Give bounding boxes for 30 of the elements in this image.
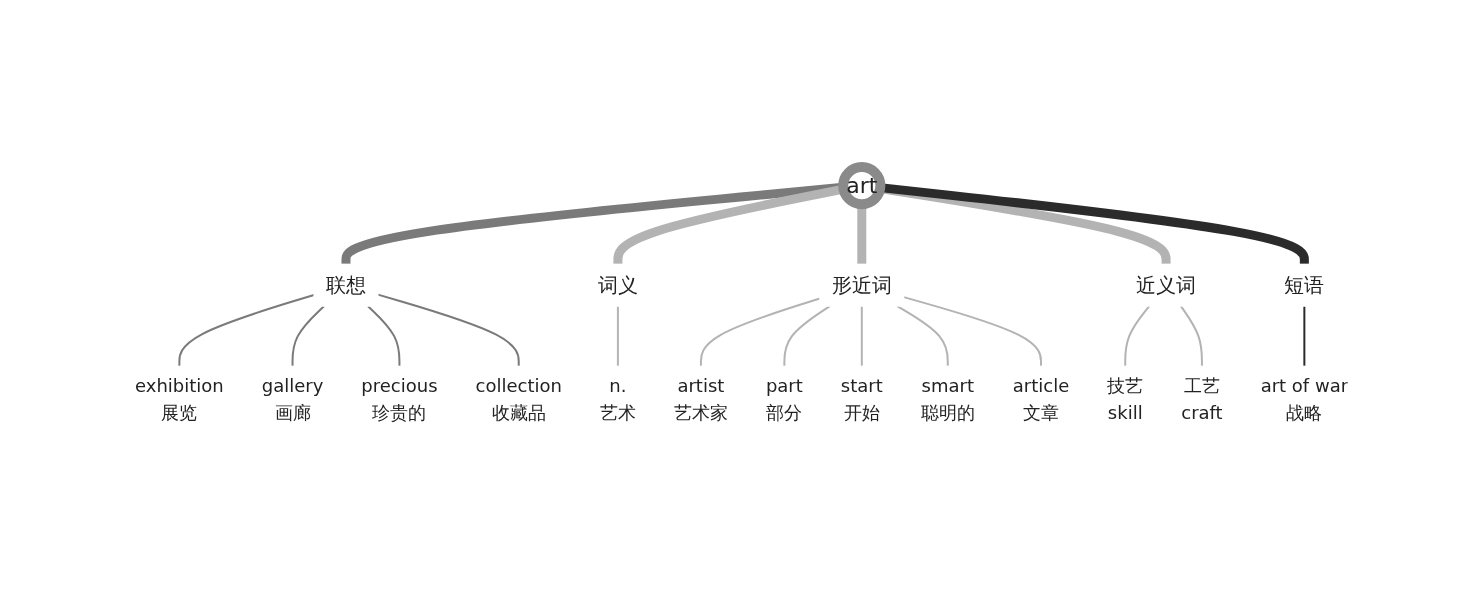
connector: [1180, 305, 1204, 368]
node-text: 词义: [598, 273, 639, 298]
node-text: smart 聪明的: [921, 375, 976, 424]
node-text: article 文章: [1013, 375, 1070, 424]
connector: [783, 305, 832, 368]
node-text: 工艺 craft: [1181, 375, 1224, 424]
connector: [178, 294, 316, 368]
connector: [896, 305, 950, 368]
node-text: precious 珍贵的: [361, 375, 438, 424]
node-text: gallery 画廊: [262, 375, 324, 424]
node-text: 近义词: [1136, 273, 1197, 298]
connector: [861, 305, 864, 368]
node-text: art of war 战略: [1261, 375, 1349, 424]
connector: [377, 294, 521, 368]
node-text: 技艺 skill: [1107, 375, 1144, 424]
node-circle: art: [838, 162, 886, 210]
connector: [617, 305, 620, 368]
connector: [1303, 305, 1306, 368]
node-text: part 部分: [766, 375, 804, 424]
connector: [700, 297, 822, 368]
connector: [1124, 305, 1151, 368]
node-text: artist 艺术家: [674, 375, 729, 424]
connector: [292, 305, 326, 368]
node-text: start 开始: [841, 375, 884, 424]
node-text: exhibition 展览: [135, 375, 225, 424]
node-text: collection 收藏品: [475, 375, 563, 424]
node-text: 短语: [1284, 273, 1325, 298]
connector: [367, 305, 401, 368]
connector: [903, 296, 1043, 368]
node-text: n. 艺术: [600, 375, 637, 424]
